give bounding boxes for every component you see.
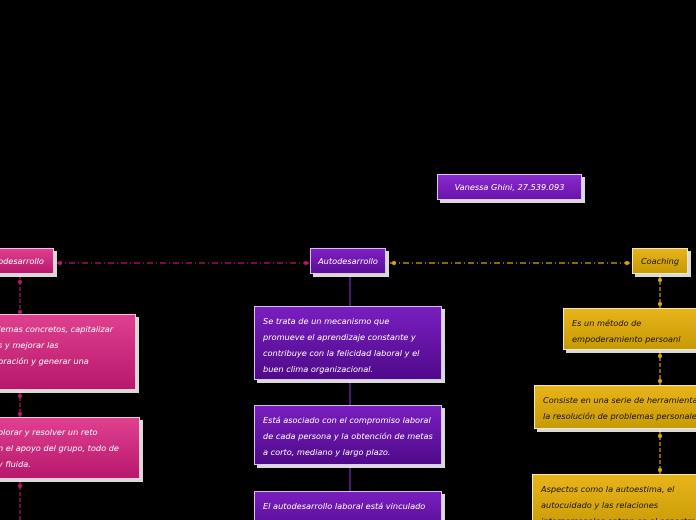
right-item-text: Aspectos como la autoestima, el autocuid… [541, 484, 696, 520]
right-branch-title: Coaching [640, 256, 680, 266]
author-node[interactable]: Vanessa Ghini, 27.539.093 [437, 174, 582, 200]
dot-center-h-right [392, 261, 396, 265]
dot-left-5 [18, 484, 22, 488]
dot-left-3 [18, 394, 22, 398]
center-branch-title: Autodesarrollo [318, 256, 378, 266]
left-item-line: on el apoyo del grupo, todo de [0, 443, 119, 453]
left-item-line: os y mejorar las [0, 340, 59, 350]
left-branch-title-node[interactable]: odesarrollo [0, 248, 54, 274]
right-branch-node-3[interactable]: Aspectos como la autoestima, el autocuid… [532, 474, 696, 520]
left-branch-title: odesarrollo [0, 256, 44, 266]
right-branch-title-node[interactable]: Coaching [632, 248, 688, 274]
dot-left-2 [18, 310, 22, 314]
right-branch-node-2[interactable]: Consiste en una serie de herramientas pa… [534, 385, 696, 429]
left-branch-node-2[interactable]: xplorar y resolver un reto on el apoyo d… [0, 417, 140, 479]
left-branch-node-1[interactable]: blemas concretos, capitalizar os y mejor… [0, 314, 136, 390]
dot-right-1 [658, 278, 662, 282]
dot-right-3 [658, 354, 662, 358]
center-item-text: Está asociado con el compromiso laboral … [263, 415, 433, 457]
right-branch-node-1[interactable]: Es un método de empoderamiento persoanl [563, 308, 696, 350]
dot-right-5 [658, 434, 662, 438]
dot-left-4 [18, 412, 22, 416]
dot-center-h-left [304, 261, 308, 265]
right-item-text: Consiste en una serie de herramientas pa… [543, 395, 696, 421]
dot-right-4 [658, 379, 662, 383]
left-item-line: blemas concretos, capitalizar [0, 324, 114, 334]
center-branch-title-node[interactable]: Autodesarrollo [310, 248, 386, 274]
dot-left-h [58, 261, 62, 265]
left-item-line: boración y generar una [0, 356, 89, 366]
dot-right-h [625, 261, 629, 265]
center-branch-node-2[interactable]: Está asociado con el compromiso laboral … [254, 405, 442, 465]
center-item-text: Se trata de un mecanismo que promueve el… [263, 316, 420, 374]
left-item-line: xplorar y resolver un reto [0, 427, 98, 437]
dot-left-1 [18, 280, 22, 284]
right-item-text: Es un método de empoderamiento persoanl [572, 318, 681, 344]
dot-right-6 [658, 468, 662, 472]
center-branch-node-1[interactable]: Se trata de un mecanismo que promueve el… [254, 306, 442, 380]
author-label: Vanessa Ghini, 27.539.093 [454, 182, 565, 192]
center-item-text: El autodesarrollo laboral está vinculado [263, 501, 426, 511]
left-item-line: l y fluida. [0, 459, 31, 469]
center-branch-node-3[interactable]: El autodesarrollo laboral está vinculado [254, 491, 442, 520]
dot-right-2 [658, 302, 662, 306]
